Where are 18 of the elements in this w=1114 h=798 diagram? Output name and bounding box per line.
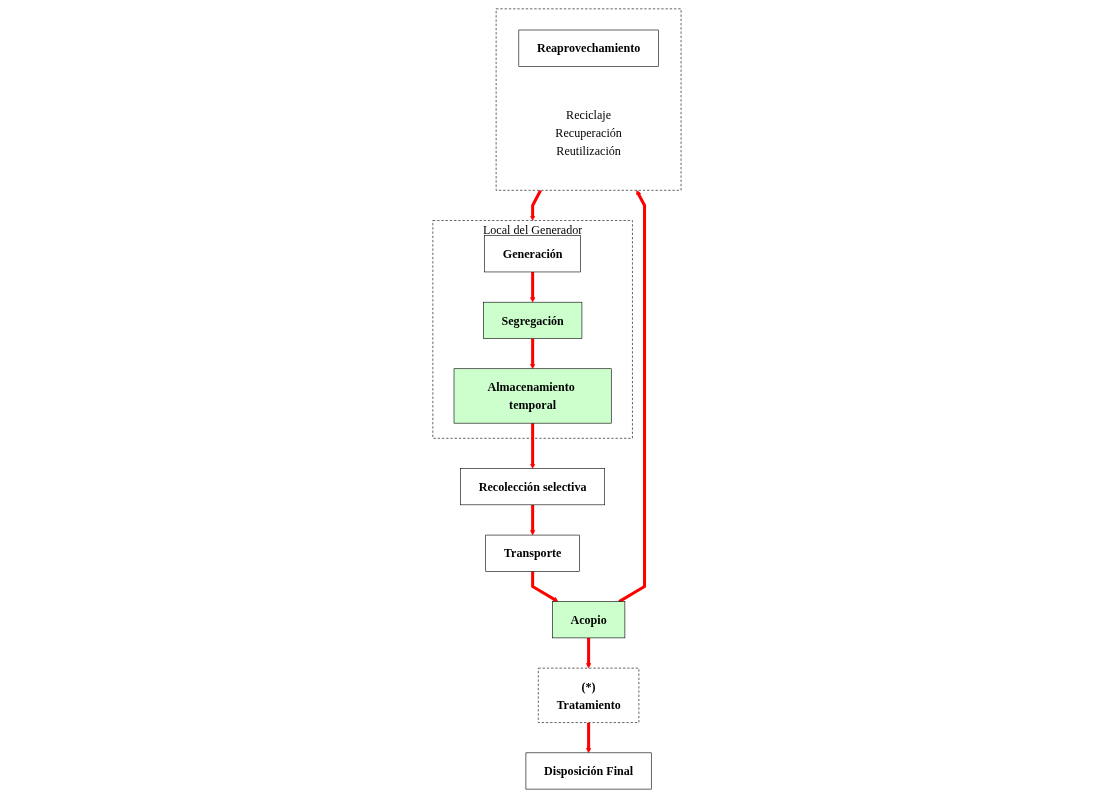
node-box: Acopio bbox=[552, 601, 626, 639]
arrow bbox=[586, 637, 592, 669]
arrow bbox=[530, 189, 542, 221]
node-box: Segregación bbox=[483, 301, 583, 339]
arrow bbox=[530, 271, 536, 303]
node-box: Almacenamiento temporal bbox=[453, 368, 612, 424]
arrow bbox=[586, 722, 592, 754]
node-box: Reaprovechamiento bbox=[518, 29, 659, 67]
arrow bbox=[530, 423, 536, 469]
arrow bbox=[531, 571, 559, 602]
node-box: Generación bbox=[484, 235, 582, 273]
arrow bbox=[530, 338, 536, 369]
node-box: Recolección selectiva bbox=[460, 468, 606, 506]
node-box: Transporte bbox=[485, 534, 580, 572]
node-box: (*) Tratamiento bbox=[538, 667, 640, 723]
node-box: Disposición Final bbox=[525, 752, 652, 790]
arrow bbox=[530, 504, 536, 536]
arrow bbox=[618, 190, 647, 603]
